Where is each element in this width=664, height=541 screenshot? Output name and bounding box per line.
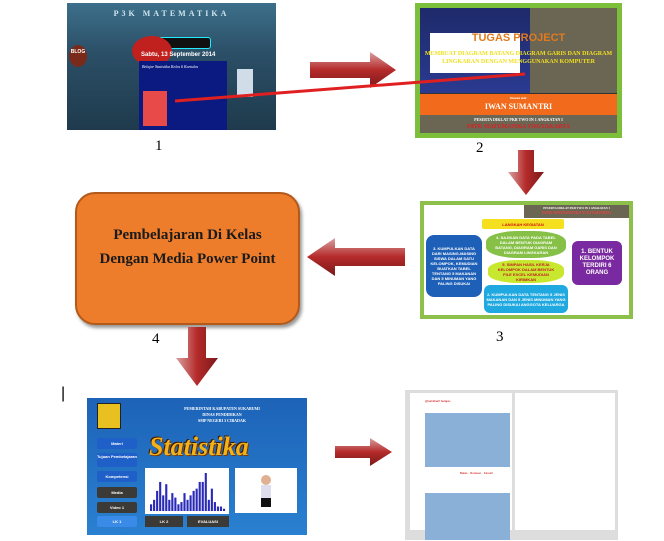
institution: P4TK MATEMATIKA YOGYAKARTA — [466, 124, 571, 130]
post-title: Belajar Statistika Kelas 6 Kartulas — [142, 64, 199, 69]
slide-subtitle: MEMBUAT DIAGRAM BATANG DIAGRAM GARIS DAN… — [424, 51, 613, 65]
by-label: Disusun oleh: — [509, 96, 528, 100]
arrow-right-5-6 — [335, 438, 392, 466]
twitter-discussion-screenshot: @sahidiarif belajar... Balas · Retweet ·… — [405, 390, 618, 540]
chart-bar — [162, 495, 165, 511]
step-number-1: 1 — [155, 138, 163, 154]
powerpoint-media-screenshot: PEMERINTAH KABUPATEN SUKABUMI DINAS PEND… — [87, 398, 307, 535]
menu-materi: Materi — [97, 438, 137, 449]
chart-bar — [153, 499, 156, 511]
step-number-4: 4 — [152, 331, 160, 347]
participant: PESERTA DIKLAT PKB TWO IN 1 ANGKATAN I — [474, 117, 563, 122]
step-number-2: 2 — [476, 140, 484, 156]
red-pointer-line — [174, 72, 526, 103]
chart-bar — [216, 506, 220, 511]
menu-lk2: LK 2 — [145, 516, 183, 527]
menu-media: Media — [97, 487, 137, 498]
chart-bar — [180, 502, 183, 511]
menu-kompetensi: Kompetensi — [97, 471, 137, 482]
chart-bar — [174, 497, 177, 511]
chart-bar — [186, 499, 189, 511]
box-text-line1: Pembelajaran Di Kelas — [113, 226, 262, 243]
chart-bar — [222, 508, 226, 511]
arrow-down-4-5 — [176, 327, 218, 386]
arrow-left-3-4 — [307, 238, 405, 276]
tweet-text: @sahidiarif belajar... — [425, 399, 453, 403]
menu-video: Video 1 — [97, 502, 137, 513]
chart-bar — [204, 473, 207, 511]
tweet-actions: Balas · Retweet · Favorit — [460, 471, 494, 475]
blog-badge: BLOG — [69, 45, 87, 67]
menu-evaluasi: EVALUASI — [187, 516, 229, 527]
projector-screen — [430, 33, 520, 73]
gov-line-2: DINAS PENDIDIKAN — [202, 412, 242, 417]
tweet-column-left: @sahidiarif belajar... Balas · Retweet ·… — [410, 393, 512, 540]
bar-chart — [145, 468, 229, 514]
chart-bar — [189, 495, 192, 511]
author-band: Disusun oleh: IWAN SUMANTRI — [420, 94, 617, 115]
chart-bar — [210, 488, 213, 511]
chart-bar — [177, 504, 180, 511]
step-box-1: 1. BENTUK KELOMPOK TERDIRI 6 ORANG — [572, 241, 622, 285]
person-icon — [261, 475, 271, 507]
chart-bar — [165, 484, 168, 511]
step-box-4: 4. SAJIKAN DATA PADA TABEL DALAM BENTUK … — [486, 231, 566, 258]
classroom-photo — [420, 8, 530, 93]
statistika-title: Statistika — [149, 432, 249, 461]
activity-title: LANGKAH KEGIATAN — [482, 219, 564, 229]
chart-bar — [159, 481, 162, 511]
author: IWAN SUMANTRI — [484, 102, 553, 111]
step-box-2: 2. KUMPULKAN DATA TENTANG 5 JENIS MAKANA… — [484, 285, 568, 313]
text-cursor: | — [61, 385, 66, 402]
chart-bar — [213, 502, 216, 511]
data-table-image — [425, 493, 510, 540]
cartoon-figure — [235, 468, 297, 513]
box-text-line2: Dengan Media Power Point — [99, 250, 276, 267]
chart-bar — [195, 488, 198, 511]
step-box-5: 5. SIMPAN HASIL KERJA KELOMPOK DALAM BEN… — [488, 260, 564, 283]
header-org: P4TK MATEMATIKA YOGYAKARTA — [542, 210, 611, 215]
slide-title: TUGAS PROJECT — [471, 32, 566, 44]
chart-bar — [150, 504, 153, 511]
project-slide: TUGAS PROJECT MEMBUAT DIAGRAM BATANG DIA… — [415, 3, 622, 138]
header-text: PESERTA DIKLAT PKB TWO IN 1 ANGKATAN I — [543, 206, 610, 210]
chart-bar — [192, 490, 195, 511]
data-table-image — [425, 413, 510, 467]
chart-bar — [171, 493, 174, 511]
chart-photos — [530, 8, 617, 93]
arrow-down-2-3 — [508, 150, 544, 195]
chart-bar — [168, 499, 171, 511]
chart-bar — [198, 481, 201, 511]
slide-footer: PESERTA DIKLAT PKB TWO IN 1 ANGKATAN I P… — [420, 115, 617, 133]
regency-logo — [97, 403, 121, 429]
menu-lk1: LK 1 — [97, 516, 137, 527]
tweet-column-right — [515, 393, 615, 530]
school-header: PEMERINTAH KABUPATEN SUKABUMI DINAS PEND… — [147, 406, 297, 424]
post-date: Sabtu, 13 September 2014 — [141, 52, 216, 58]
gov-line-3: SMP NEGERI 3 CIBADAK — [198, 418, 246, 423]
step-number-3: 3 — [496, 329, 504, 345]
slide-inner: TUGAS PROJECT MEMBUAT DIAGRAM BATANG DIA… — [420, 8, 617, 133]
blog-title: P3K MATEMATIKA — [113, 9, 230, 18]
gov-line-1: PEMERINTAH KABUPATEN SUKABUMI — [184, 406, 260, 411]
arrow-right-1-2 — [310, 52, 396, 88]
blog-screenshot: P3K MATEMATIKA BLOG Sabtu, 13 September … — [67, 3, 276, 130]
chart-bar — [201, 481, 204, 511]
chart-bar — [219, 506, 223, 511]
chart-bar — [207, 499, 210, 511]
chart-bar — [183, 493, 186, 511]
sidebar-widget — [237, 69, 253, 97]
menu-tujuan: Tujuan Pembelajaran — [97, 453, 137, 467]
step-box-3: 3. KUMPULKAN DATA DARI MASING-MASING SIS… — [426, 235, 482, 297]
chart-bar — [156, 490, 159, 511]
book-cover — [143, 91, 167, 126]
